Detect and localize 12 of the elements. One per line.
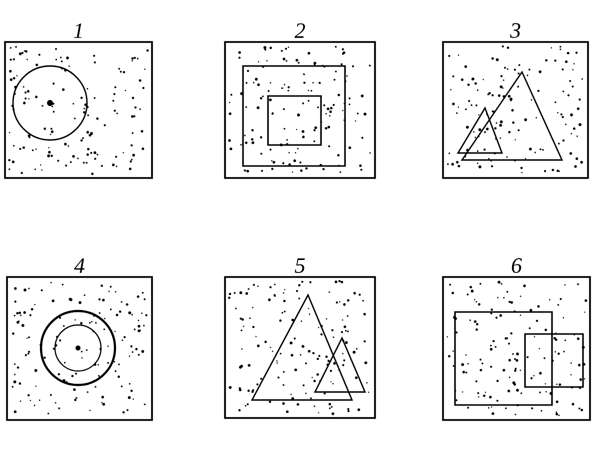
stippled-panel: 5: [224, 258, 376, 419]
stippled-panel: 6: [442, 258, 591, 421]
stippled-panel: 4: [6, 258, 153, 421]
stippled-panel: 2: [224, 23, 376, 179]
node-label: 2: [294, 23, 306, 38]
stippled-panel: 1: [4, 23, 153, 179]
node-label: 6: [512, 258, 522, 273]
node-label: 4: [74, 258, 84, 273]
node-label: 1: [74, 23, 82, 38]
stippled-panel: 3: [442, 23, 589, 179]
node-label: 5: [294, 258, 305, 273]
node-label: 3: [510, 23, 520, 38]
